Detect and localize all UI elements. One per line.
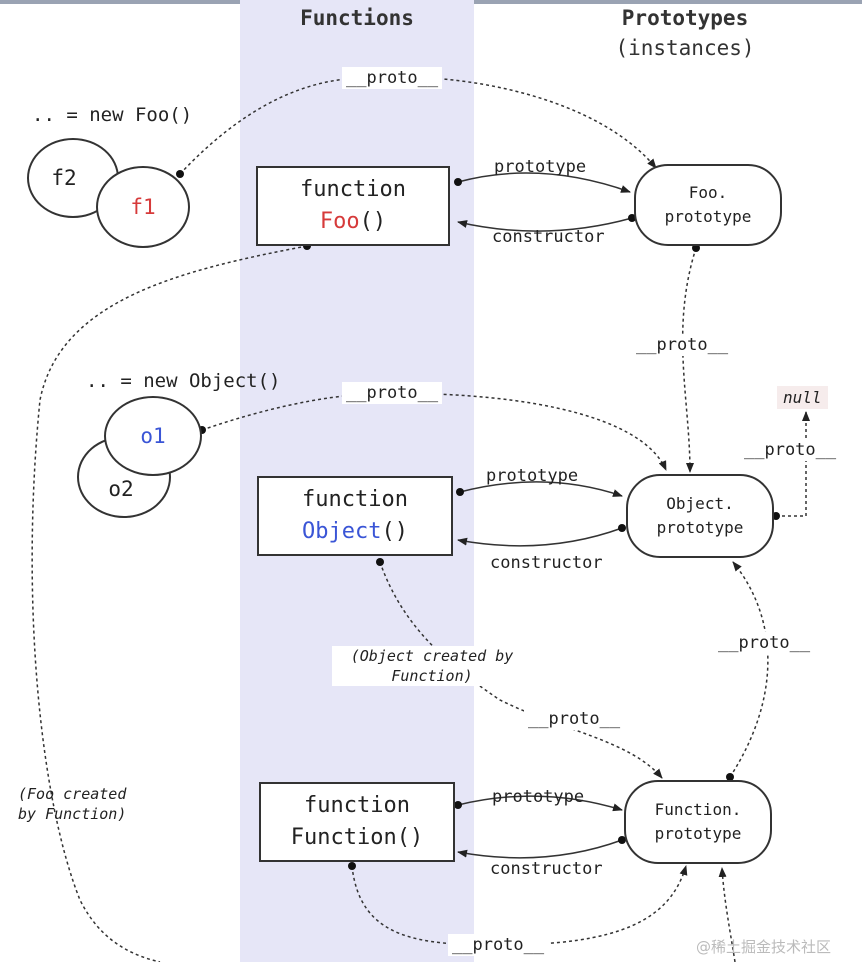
object-prototype-label: prototype — [486, 466, 579, 486]
function-function-box: function Function() — [259, 782, 455, 862]
function-prototype-line2: prototype — [654, 824, 742, 843]
function-function-name: Function() — [290, 825, 424, 850]
object-fn-proto-arrow — [379, 561, 663, 779]
object-prototype-line1: Object. — [666, 494, 734, 513]
f1-label: f1 — [130, 195, 156, 219]
o1-label: o1 — [140, 424, 166, 448]
function-fn-proto-label: __proto__ — [448, 934, 549, 956]
object-prototype-line2: prototype — [656, 518, 744, 537]
fooproto-proto-label: __proto__ — [632, 334, 733, 356]
object-prototype-arrow — [459, 481, 623, 497]
f1-proto-arrow — [179, 75, 657, 175]
object-fn-proto-label: __proto__ — [524, 708, 625, 730]
bottom-incoming-arrow — [718, 867, 736, 962]
o1-proto-arrow — [201, 392, 667, 471]
foo-created-note: (Foo created by Function) — [18, 784, 126, 824]
watermark: @稀土掘金技术社区 — [696, 938, 832, 956]
f2-label: f2 — [51, 166, 77, 190]
object-created-line2: Function) — [391, 667, 473, 685]
new-object-label: .. = new Object() — [86, 370, 281, 392]
object-created-note: (Object created by Function) — [332, 646, 532, 686]
funcproto-to-objectproto-arrow — [729, 561, 769, 778]
foo-prototype-arrow — [457, 172, 631, 193]
function-prototype-label: prototype — [492, 787, 585, 807]
function-function-keyword: function — [304, 793, 410, 818]
function-foo-name: Foo — [319, 209, 360, 234]
function-object-signature: Object() — [302, 516, 408, 548]
funcproto-proto-label: __proto__ — [714, 632, 815, 654]
function-prototype-object: Function. prototype — [624, 780, 772, 864]
o1-proto-label: __proto__ — [342, 382, 443, 404]
new-foo-label: .. = new Foo() — [32, 104, 193, 126]
foo-constructor-arrow — [457, 217, 633, 232]
function-prototype-arrow — [457, 795, 623, 812]
function-object-name: Object — [302, 519, 382, 544]
function-foo-box: function Foo() — [256, 166, 450, 246]
objectproto-proto-label: __proto__ — [740, 439, 841, 461]
prototypes-header: Prototypes — [621, 6, 749, 30]
function-foo-signature: Foo() — [320, 206, 386, 238]
o2-label: o2 — [108, 477, 134, 501]
object-prototype-object: Object. prototype — [626, 474, 774, 558]
function-constructor-label: constructor — [490, 859, 603, 879]
function-constructor-arrow — [457, 839, 623, 859]
function-prototype-line1: Function. — [654, 800, 742, 819]
object-created-line1: (Object created by — [350, 647, 514, 665]
fooproto-proto-arrow — [681, 247, 697, 473]
prototypes-subheader: (instances) — [615, 36, 755, 60]
function-foo-parens: () — [359, 209, 387, 234]
object-constructor-label: constructor — [490, 553, 603, 573]
foo-prototype-label: prototype — [494, 157, 587, 177]
foo-prototype-line1: Foo. — [688, 183, 728, 202]
f1-proto-label: __proto__ — [342, 67, 443, 89]
foo-constructor-label: constructor — [492, 227, 605, 247]
function-object-box: function Object() — [257, 476, 453, 556]
o1-instance: o1 — [104, 396, 202, 476]
foo-prototype-line2: prototype — [664, 207, 752, 226]
foo-created-line1: (Foo created — [18, 785, 127, 803]
functions-header: Functions — [300, 6, 414, 30]
object-constructor-arrow — [457, 527, 623, 547]
f1-instance: f1 — [96, 166, 190, 248]
function-object-keyword: function — [302, 487, 408, 512]
function-object-parens: () — [381, 519, 408, 544]
null-label: null — [777, 386, 828, 409]
foo-fn-proto-arrow — [31, 245, 308, 962]
function-foo-keyword: function — [300, 177, 406, 202]
foo-created-line2: by Function) — [18, 805, 127, 823]
foo-prototype-object: Foo. prototype — [634, 164, 782, 246]
objectproto-null-arrow — [776, 411, 810, 517]
